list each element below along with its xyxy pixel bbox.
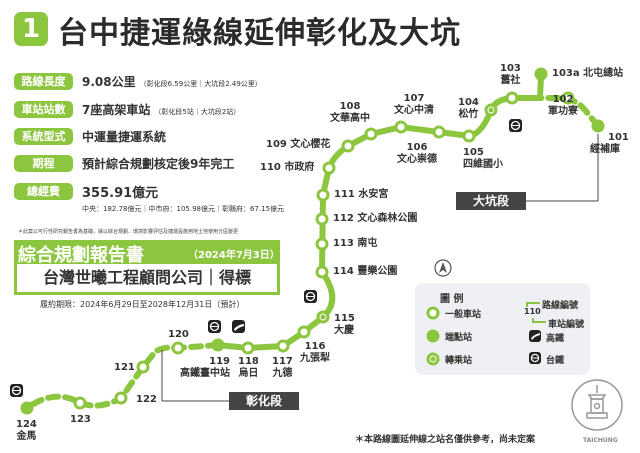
tra-icon bbox=[304, 290, 317, 303]
station-117 bbox=[276, 339, 290, 353]
station-114 bbox=[315, 265, 329, 279]
legend-terminal: 端點站 bbox=[445, 333, 473, 343]
station-108 bbox=[364, 127, 378, 141]
label-123: 123 bbox=[70, 414, 91, 425]
info-value-schedule: 預計綜合規劃核定後9年完工 bbox=[82, 157, 235, 171]
station-123 bbox=[73, 396, 87, 410]
report-date: （2024年7月3日） bbox=[188, 250, 280, 261]
report-title: 綜合規劃報告書 bbox=[18, 245, 144, 266]
report-box: 綜合規劃報告書 （2024年7月3日） 台灣世曦工程顧問公司｜得標 bbox=[14, 240, 280, 295]
winning-bidder: 台灣世曦工程顧問公司｜得標 bbox=[17, 264, 277, 292]
station-120 bbox=[171, 341, 185, 355]
info-label-system: 系統型式 bbox=[14, 128, 73, 145]
station-107 bbox=[394, 120, 408, 134]
info-value-cost: 355.91億元 bbox=[82, 186, 159, 201]
station-105 bbox=[462, 129, 476, 143]
changhua-extension-line bbox=[24, 342, 221, 411]
station-106 bbox=[432, 125, 446, 139]
legend bbox=[415, 283, 590, 375]
info-value-stations: 7座高架車站（彰化段5站｜大坑段2站） bbox=[82, 103, 241, 117]
station-121 bbox=[136, 360, 150, 374]
label-121: 121 bbox=[114, 362, 135, 373]
info-label-schedule: 期程 bbox=[14, 155, 73, 172]
label-122: 122 bbox=[136, 394, 157, 405]
station-102 bbox=[561, 91, 575, 105]
stations bbox=[73, 91, 575, 410]
segment-label-dakeng: 大坑段 bbox=[456, 192, 526, 210]
tra-icon bbox=[10, 384, 23, 397]
hsr-icon bbox=[232, 320, 245, 333]
station-118 bbox=[241, 341, 255, 355]
transfer-dot bbox=[488, 107, 494, 113]
station-113 bbox=[315, 237, 329, 251]
footnote-station-names: ＊本路線圖延伸線之站名僅供參考，尚未定案 bbox=[355, 435, 536, 445]
number-badge: 1 bbox=[14, 12, 48, 46]
legend-example: 110 bbox=[524, 307, 541, 316]
station-116 bbox=[297, 325, 311, 339]
terminals bbox=[20, 67, 605, 415]
info-label-stations: 車站站數 bbox=[14, 101, 73, 118]
info-label-cost: 總經費 bbox=[14, 183, 73, 200]
station-103a-terminal bbox=[534, 67, 548, 81]
info-value-length: 9.08公里（彰化段6.59公里｜大坑段2.49公里） bbox=[82, 75, 262, 89]
info-value-system: 中運量捷運系統 bbox=[82, 130, 167, 144]
transfer-dot bbox=[320, 314, 326, 320]
label-112: 112 文心森林公園 bbox=[333, 213, 418, 224]
station-103 bbox=[505, 91, 519, 105]
logo-text: TAICHUNG bbox=[583, 437, 618, 444]
station-119-terminal bbox=[211, 338, 225, 352]
station-122 bbox=[114, 391, 128, 405]
station-101-terminal bbox=[591, 119, 605, 133]
station-110 bbox=[322, 161, 336, 175]
label-110: 110 市政府 bbox=[260, 162, 315, 173]
label-114: 114 豐樂公園 bbox=[333, 266, 398, 277]
funding-breakdown: 中央：182.78億元｜中市府：105.98億元｜彰縣府：67.15億元 bbox=[82, 205, 285, 213]
label-109: 109 文心櫻花 bbox=[266, 139, 331, 150]
label-120: 120 bbox=[168, 329, 189, 340]
station-112 bbox=[315, 212, 329, 226]
legend-normal: 一般車站 bbox=[445, 310, 482, 320]
compass-north-icon bbox=[434, 259, 452, 277]
legend-station-no: 車站編號 bbox=[548, 320, 585, 330]
legend-tra: 台鐵 bbox=[546, 356, 565, 366]
footnote-basis: ＊此案以可行性研究報告書為基礎，據以綜合規劃、環境影響評估及捷運設施用地土地使用… bbox=[18, 229, 239, 235]
contract-period: 履約期限：2024年6月29日至2028年12月31日（預計） bbox=[40, 300, 245, 309]
station-111 bbox=[316, 188, 330, 202]
legend-hsr: 高鐵 bbox=[546, 334, 565, 344]
legend-route-no: 路線編號 bbox=[542, 301, 579, 311]
legend-transfer: 轉乘站 bbox=[445, 356, 473, 366]
segment-label-changhua: 彰化段 bbox=[229, 392, 299, 410]
station-124-terminal bbox=[20, 401, 34, 415]
tra-icon bbox=[509, 119, 522, 132]
label-113: 113 南屯 bbox=[333, 238, 378, 249]
tra-icon bbox=[208, 320, 221, 333]
label-103a: 103a 北屯總站 bbox=[552, 68, 624, 79]
station-109 bbox=[341, 139, 355, 153]
label-111: 111 水安宮 bbox=[334, 189, 389, 200]
taichung-logo bbox=[571, 379, 623, 431]
legend-title: 圖 例 bbox=[440, 294, 464, 305]
page-title: 台中捷運綠線延伸彰化及大坑 bbox=[58, 16, 461, 51]
info-label-length: 路線長度 bbox=[14, 73, 73, 90]
